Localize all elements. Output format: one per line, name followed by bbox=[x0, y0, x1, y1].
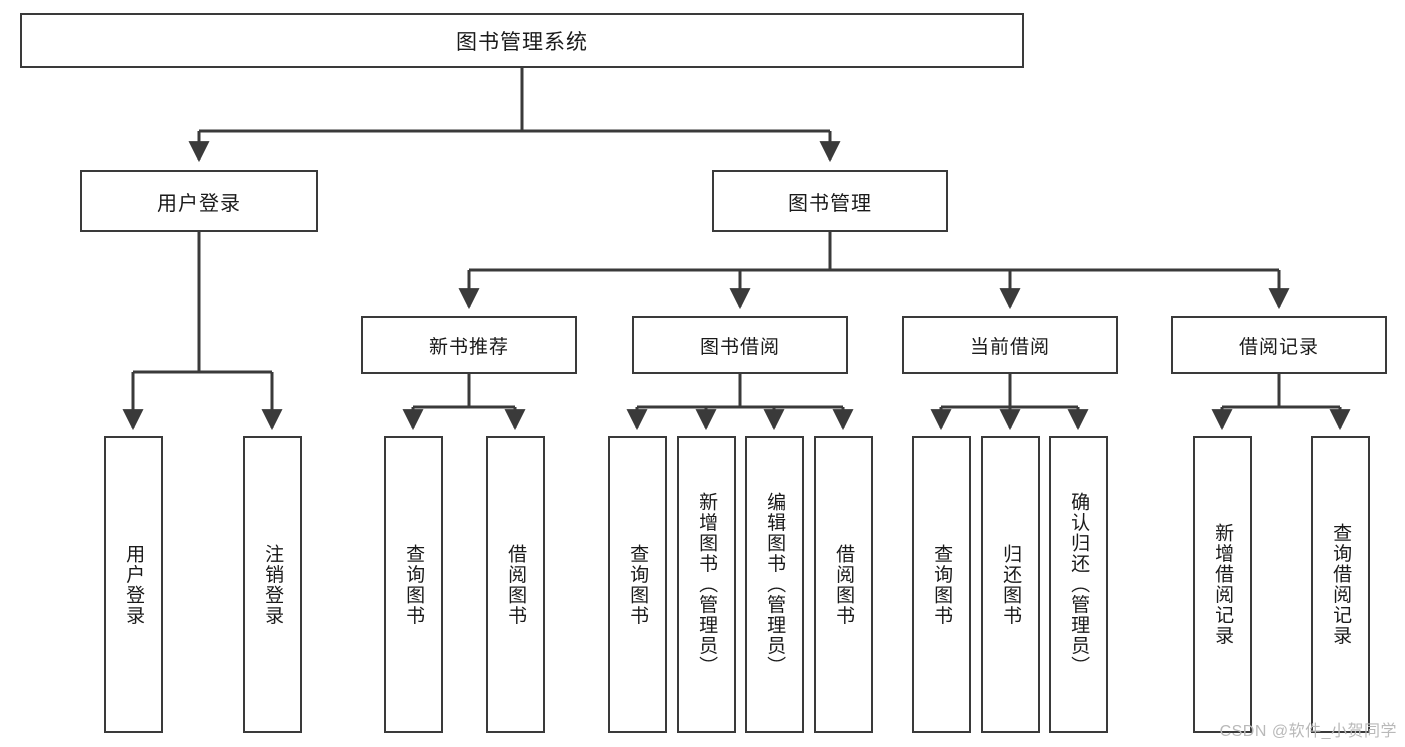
leaf-borrow-record-query[interactable]: 查询借阅记录 bbox=[1311, 436, 1370, 733]
node-label: 新书推荐 bbox=[428, 336, 509, 358]
leaf-current-borrow-query[interactable]: 查询图书 bbox=[912, 436, 971, 733]
leaf-book-borrow-edit[interactable]: 编辑图书（管理员） bbox=[745, 436, 804, 733]
leaf-current-borrow-confirm-return[interactable]: 确认归还（管理员） bbox=[1049, 436, 1108, 733]
leaf-label: 查询图书 bbox=[931, 543, 953, 626]
node-borrow-record[interactable]: 借阅记录 bbox=[1171, 316, 1387, 374]
node-label: 图书管理系统 bbox=[456, 30, 588, 54]
leaf-label: 归还图书 bbox=[1000, 543, 1022, 626]
node-label: 图书管理 bbox=[788, 192, 872, 215]
leaf-user-login-logout[interactable]: 注销登录 bbox=[243, 436, 302, 733]
node-label: 用户登录 bbox=[157, 192, 241, 215]
leaf-label: 借阅图书 bbox=[505, 543, 527, 626]
leaf-borrow-record-add[interactable]: 新增借阅记录 bbox=[1193, 436, 1252, 733]
csdn-watermark: CSDN @软件_小贺同学 bbox=[1219, 723, 1397, 740]
leaf-new-book-query[interactable]: 查询图书 bbox=[384, 436, 443, 733]
node-book-borrow[interactable]: 图书借阅 bbox=[632, 316, 848, 374]
node-book-management[interactable]: 图书管理 bbox=[712, 170, 948, 232]
node-user-login[interactable]: 用户登录 bbox=[80, 170, 318, 232]
leaf-label: 新增借阅记录 bbox=[1212, 523, 1234, 646]
leaf-label: 查询图书 bbox=[403, 543, 425, 626]
leaf-book-borrow-query[interactable]: 查询图书 bbox=[608, 436, 667, 733]
leaf-label: 确认归还（管理员） bbox=[1068, 492, 1090, 677]
leaf-user-login-login[interactable]: 用户登录 bbox=[104, 436, 163, 733]
leaf-label: 注销登录 bbox=[262, 543, 284, 626]
leaf-label: 查询图书 bbox=[627, 543, 649, 626]
leaf-book-borrow-borrow[interactable]: 借阅图书 bbox=[814, 436, 873, 733]
leaf-label: 新增图书（管理员） bbox=[696, 492, 718, 677]
leaf-book-borrow-add[interactable]: 新增图书（管理员） bbox=[677, 436, 736, 733]
leaf-label: 查询借阅记录 bbox=[1330, 523, 1352, 646]
leaf-label: 用户登录 bbox=[123, 543, 145, 626]
node-label: 当前借阅 bbox=[969, 336, 1050, 358]
leaf-current-borrow-return[interactable]: 归还图书 bbox=[981, 436, 1040, 733]
node-current-borrow[interactable]: 当前借阅 bbox=[902, 316, 1118, 374]
leaf-new-book-borrow[interactable]: 借阅图书 bbox=[486, 436, 545, 733]
leaf-label: 借阅图书 bbox=[833, 543, 855, 626]
node-label: 借阅记录 bbox=[1238, 336, 1319, 358]
node-label: 图书借阅 bbox=[699, 336, 780, 358]
node-new-book-recommend[interactable]: 新书推荐 bbox=[361, 316, 577, 374]
node-book-management-system[interactable]: 图书管理系统 bbox=[20, 13, 1024, 68]
leaf-label: 编辑图书（管理员） bbox=[764, 492, 786, 677]
